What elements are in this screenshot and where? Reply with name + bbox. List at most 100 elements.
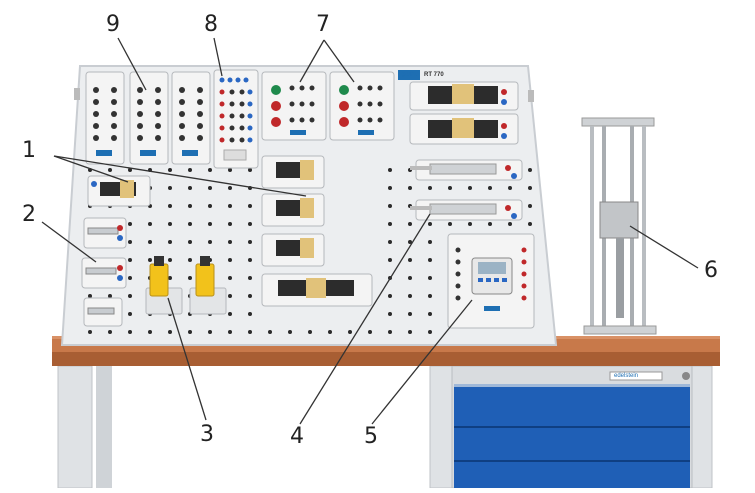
peg-hole — [388, 258, 392, 262]
drawer-label: edelstein — [614, 373, 639, 379]
callout-8: 8 — [204, 12, 218, 37]
peg-hole — [248, 204, 252, 208]
peg-hole — [168, 258, 172, 262]
peg-hole — [328, 330, 332, 334]
peg-hole — [528, 168, 532, 172]
peg-hole — [468, 186, 472, 190]
peg-hole — [108, 330, 112, 334]
drawer-cabinet — [451, 365, 693, 489]
peg-hole — [248, 330, 252, 334]
logic-controller-module — [447, 233, 535, 329]
peg-hole — [128, 222, 132, 226]
peg-hole — [128, 294, 132, 298]
peg-hole — [428, 330, 432, 334]
peg-hole — [148, 222, 152, 226]
peg-hole — [248, 258, 252, 262]
peg-hole — [148, 330, 152, 334]
callout-1: 1 — [22, 138, 36, 163]
valve-modules-center — [87, 155, 373, 307]
peg-hole — [108, 294, 112, 298]
brand-badge — [398, 70, 420, 80]
callout-3: 3 — [200, 422, 214, 447]
callout-4: 4 — [290, 424, 304, 449]
peg-hole — [528, 204, 532, 208]
peg-hole — [388, 222, 392, 226]
model-label: RT 770 — [424, 72, 444, 78]
peg-hole — [228, 276, 232, 280]
peg-hole — [208, 330, 212, 334]
peg-hole — [468, 222, 472, 226]
peg-hole — [188, 276, 192, 280]
peg-hole — [428, 294, 432, 298]
peg-hole — [128, 312, 132, 316]
peg-hole — [208, 222, 212, 226]
peg-hole — [528, 222, 532, 226]
peg-hole — [428, 186, 432, 190]
peg-hole — [428, 240, 432, 244]
peg-hole — [508, 186, 512, 190]
peg-hole — [408, 222, 412, 226]
peg-hole — [128, 168, 132, 172]
peg-hole — [168, 168, 172, 172]
peg-hole — [388, 240, 392, 244]
peg-hole — [408, 240, 412, 244]
peg-hole — [408, 258, 412, 262]
peg-hole — [388, 330, 392, 334]
peg-hole — [248, 168, 252, 172]
peg-hole — [308, 330, 312, 334]
cylinder-modules — [410, 159, 523, 221]
callout-lines — [41, 37, 699, 425]
peg-hole — [148, 258, 152, 262]
module-9 — [85, 71, 211, 165]
limit-switch-modules — [145, 256, 227, 315]
peg-hole — [128, 330, 132, 334]
peg-hole — [228, 240, 232, 244]
peg-hole — [188, 168, 192, 172]
peg-hole — [128, 258, 132, 262]
peg-hole — [388, 294, 392, 298]
peg-hole — [348, 330, 352, 334]
peg-hole — [128, 240, 132, 244]
callout-2: 2 — [22, 202, 36, 227]
peg-hole — [188, 222, 192, 226]
peg-hole — [488, 222, 492, 226]
peg-hole — [448, 222, 452, 226]
peg-hole — [168, 276, 172, 280]
test-stand — [581, 117, 657, 335]
peg-hole — [188, 240, 192, 244]
callout-7: 7 — [316, 12, 330, 37]
peg-hole — [188, 258, 192, 262]
module-8 — [213, 69, 259, 169]
peg-hole — [448, 186, 452, 190]
peg-hole — [248, 276, 252, 280]
peg-hole — [228, 258, 232, 262]
peg-hole — [88, 330, 92, 334]
peg-hole — [428, 276, 432, 280]
peg-hole — [168, 186, 172, 190]
peg-hole — [388, 168, 392, 172]
peg-hole — [168, 222, 172, 226]
peg-hole — [248, 294, 252, 298]
peg-hole — [188, 186, 192, 190]
peg-hole — [168, 330, 172, 334]
peg-hole — [228, 222, 232, 226]
peg-hole — [208, 204, 212, 208]
peg-hole — [508, 222, 512, 226]
peg-hole — [248, 222, 252, 226]
peg-hole — [488, 186, 492, 190]
peg-hole — [388, 204, 392, 208]
peg-hole — [228, 186, 232, 190]
valve-modules-top — [409, 81, 519, 145]
callout-9: 9 — [106, 12, 120, 37]
peg-hole — [208, 240, 212, 244]
callout-6: 6 — [704, 258, 718, 283]
peg-hole — [228, 168, 232, 172]
peg-hole — [208, 186, 212, 190]
peg-hole — [248, 240, 252, 244]
peg-hole — [428, 312, 432, 316]
peg-hole — [228, 204, 232, 208]
peg-hole — [148, 240, 152, 244]
module-7 — [261, 71, 395, 141]
